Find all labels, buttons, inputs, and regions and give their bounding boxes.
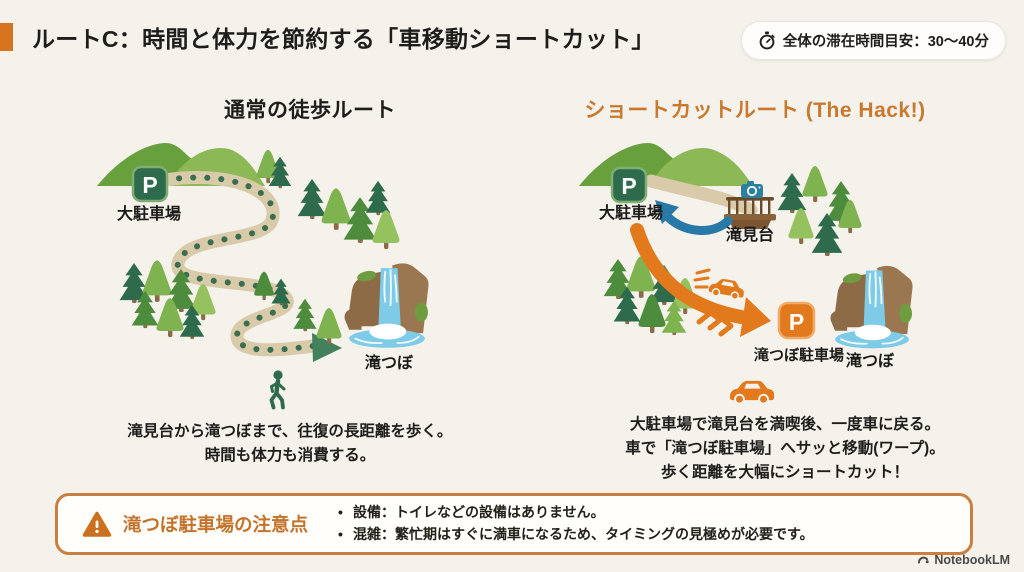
warning-item: 設備：トイレなどの設備はありません。 bbox=[338, 502, 814, 524]
basin-parking-icon: P bbox=[777, 301, 816, 340]
car-icon bbox=[728, 379, 776, 405]
parking-letter: P bbox=[621, 173, 636, 199]
warning-title: 滝つぼ駐車場の注意点 bbox=[82, 511, 308, 538]
shortcut-arrow bbox=[630, 223, 771, 337]
camera-icon bbox=[741, 181, 763, 198]
right-heading: ショートカットルート (The Hack!) bbox=[584, 99, 926, 122]
warning-list: 設備：トイレなどの設備はありません。 混雑：繁忙期はすぐに満車になるため、タイミ… bbox=[338, 502, 814, 545]
label-viewpoint: 滝見台 bbox=[726, 225, 774, 244]
left-caption-line1: 滝見台から滝つぼまで、往復の長距離を歩く。 bbox=[127, 423, 453, 440]
walking-person-icon bbox=[269, 370, 286, 410]
right-caption-line2: 車で「滝つぼ駐車場」へサッと移動(ワープ)。 bbox=[625, 440, 945, 458]
right-caption: 大駐車場で滝見台を満喫後、一度車に戻る。 車で「滝つぼ駐車場」へサッと移動(ワー… bbox=[550, 413, 1020, 485]
label-basin: 滝つぼ bbox=[846, 351, 895, 370]
walking-route-illustration: P 大駐車場 滝つぼ bbox=[97, 143, 430, 410]
label-basin-parking: 滝つぼ駐車場 bbox=[754, 346, 844, 364]
winding-trail bbox=[165, 178, 342, 362]
left-caption: 滝見台から滝つぼまで、往復の長距離を歩く。 時間も体力も消費する。 bbox=[55, 420, 525, 468]
viewing-deck bbox=[724, 197, 776, 229]
waterfall bbox=[343, 262, 430, 349]
title-accent-bar bbox=[0, 23, 13, 51]
header: ルートC：時間と体力を節約する「車移動ショートカット」 bbox=[0, 20, 655, 54]
short-trail bbox=[644, 174, 758, 217]
warning-item: 混雑：繁忙期はすぐに満車になるため、タイミングの見極めが必要です。 bbox=[338, 524, 814, 546]
brand-footer: NotebookLM bbox=[916, 553, 1010, 567]
brand-label: NotebookLM bbox=[934, 553, 1010, 567]
parking-letter: P bbox=[789, 309, 804, 335]
left-caption-line2: 時間も体力も消費する。 bbox=[204, 447, 376, 465]
parking-letter: P bbox=[142, 172, 157, 198]
right-caption-line3: 歩く距離を大幅にショートカット！ bbox=[660, 464, 909, 482]
right-caption-line1: 大駐車場で滝見台を満喫後、一度車に戻る。 bbox=[629, 416, 940, 433]
main-parking-icon: P bbox=[131, 165, 169, 203]
warning-box: 滝つぼ駐車場の注意点 設備：トイレなどの設備はありません。 混雑：繁忙期はすぐに… bbox=[55, 493, 973, 555]
page-title: ルートC：時間と体力を節約する「車移動ショートカット」 bbox=[32, 26, 655, 52]
return-arrow bbox=[655, 200, 733, 235]
time-badge: 全体の滞在時間目安：30〜40分 bbox=[740, 21, 1006, 60]
motion-lines bbox=[693, 268, 711, 289]
left-heading: 通常の徒歩ルート bbox=[224, 99, 396, 122]
notebooklm-logo-icon bbox=[918, 556, 930, 564]
stopwatch-icon bbox=[759, 31, 775, 50]
main-parking-icon: P bbox=[610, 166, 648, 204]
mountains bbox=[579, 143, 753, 186]
shortcut-route-illustration: P 大駐車場 滝見台 P 滝つぼ駐車場 滝つぼ bbox=[579, 143, 914, 405]
label-basin: 滝つぼ bbox=[365, 353, 414, 372]
label-main-parking: 大駐車場 bbox=[599, 203, 663, 222]
time-badge-label: 全体の滞在時間目安：30〜40分 bbox=[782, 34, 989, 50]
driving-car-icon bbox=[706, 275, 747, 302]
trail-arrowhead bbox=[312, 333, 342, 362]
warning-title-label: 滝つぼ駐車場の注意点 bbox=[123, 514, 309, 535]
label-main-parking: 大駐車場 bbox=[117, 204, 181, 223]
speed-chevrons bbox=[696, 303, 734, 337]
waterfall bbox=[829, 265, 914, 350]
warning-icon bbox=[82, 511, 112, 537]
